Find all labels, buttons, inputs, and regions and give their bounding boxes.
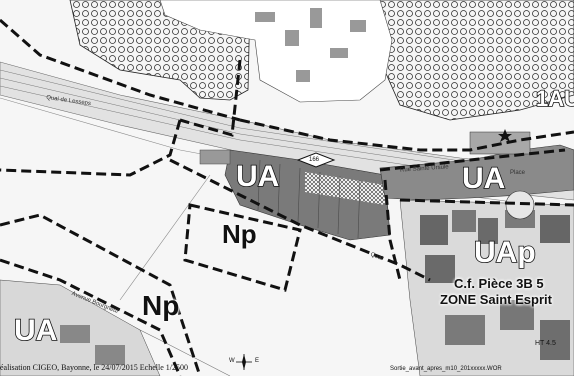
building <box>445 315 485 345</box>
zone-label-ua-center: UA <box>235 160 280 193</box>
citadel-inner <box>159 0 393 103</box>
building <box>95 345 125 365</box>
height-label: HT 4.5 <box>535 340 556 347</box>
compass-e: E <box>255 358 260 364</box>
building <box>500 300 534 330</box>
building <box>452 210 476 232</box>
building <box>478 218 498 244</box>
zone-label-np-center: Np <box>222 219 257 249</box>
ua-built-block <box>224 149 391 241</box>
compass-w: W <box>229 358 235 364</box>
cf-piece-label: C.f. Pièce 3B 5 <box>454 276 544 291</box>
building <box>540 215 570 243</box>
river-line <box>119 174 211 301</box>
zone-label-uap: UAp <box>473 236 536 269</box>
roundabout <box>505 190 535 220</box>
zone-name-label: ZONE Saint Esprit <box>440 292 552 307</box>
zone-boundary <box>379 148 566 172</box>
street-label-place: Place <box>510 170 526 176</box>
citadel-building <box>350 20 366 32</box>
building <box>199 149 231 165</box>
ua-building-lines <box>257 159 361 239</box>
zone-label-ua-right: UA <box>461 162 506 195</box>
citadel-building <box>296 70 310 82</box>
building <box>420 215 448 245</box>
citadel-building <box>255 12 275 22</box>
building <box>540 320 570 360</box>
zone-boundary <box>183 203 302 292</box>
map-credit: éalisation CIGEO, Bayonne, le 24/07/2015… <box>0 363 188 372</box>
citadel-building <box>310 8 322 28</box>
zone-label-ua-bottom-left: UA <box>13 314 58 347</box>
map-filename: Sortie_avant_apres_m10_201xxxxx.WOR <box>390 366 502 372</box>
compass-rose-icon <box>236 354 252 370</box>
road-number-sign <box>296 152 336 168</box>
crosshatched-strip <box>305 172 385 205</box>
zone-boundary <box>179 59 242 137</box>
citadel-building <box>330 48 348 58</box>
building <box>60 325 90 343</box>
zone-boundary <box>239 118 574 152</box>
star-icon <box>498 129 512 142</box>
zone-boundary <box>169 158 431 282</box>
zone-boundary <box>383 179 402 281</box>
road-number-label: 166 <box>309 157 320 163</box>
zone-boundary <box>0 18 241 122</box>
zone-label-np-lower: Np <box>142 290 180 321</box>
zone-boundary <box>0 258 182 376</box>
zone-boundary <box>0 213 202 376</box>
zone-label-1au: 1AU <box>535 86 574 111</box>
citadel-building <box>285 30 299 46</box>
zone-boundary <box>0 119 182 177</box>
